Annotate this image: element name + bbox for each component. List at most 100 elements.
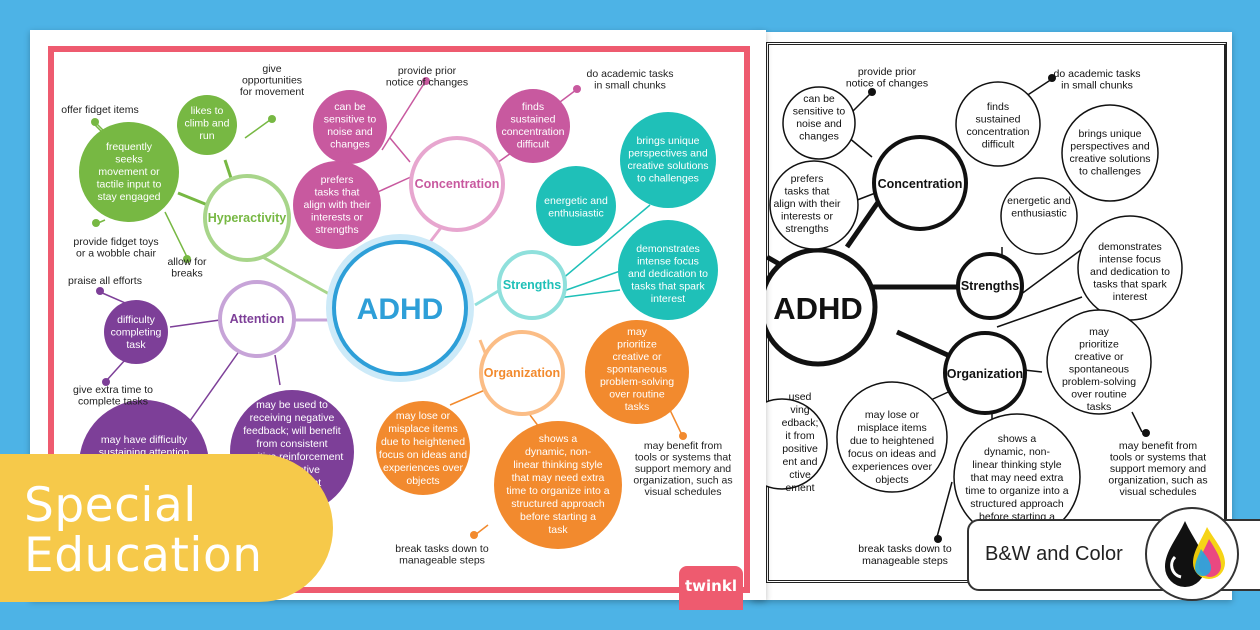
- text-line: difficult: [982, 139, 1015, 151]
- text-line: ving: [790, 404, 809, 416]
- text-line: allow for: [167, 256, 207, 268]
- text-line: may: [1089, 326, 1110, 338]
- text-line: creative or: [1074, 351, 1124, 363]
- text-line: spontaneous: [1069, 364, 1129, 376]
- text-line: support memory and: [635, 463, 731, 475]
- strengths-node: [497, 250, 567, 320]
- text-line: opportunities: [242, 75, 302, 87]
- text-line: brings unique: [636, 135, 699, 147]
- text-line: brings unique: [1078, 128, 1141, 140]
- offer-fidget-text: offer fidget items: [61, 104, 138, 116]
- text-line: align with their: [773, 198, 841, 210]
- text-line: interests or: [311, 212, 363, 224]
- text-line: feedback; will benefit: [243, 425, 341, 437]
- text-line: difficult: [517, 139, 550, 151]
- text-line: it from: [785, 430, 814, 442]
- text-line: experiences over: [383, 462, 463, 474]
- praise-text: praise all efforts: [68, 275, 142, 287]
- text-line: ctive: [789, 469, 811, 481]
- bw-organization-label: Organization: [947, 367, 1023, 381]
- text-line: edback;: [782, 417, 819, 429]
- text-line: over routine: [609, 389, 665, 401]
- text-line: tasks that spark: [1093, 279, 1167, 291]
- text-line: prioritize: [617, 339, 657, 351]
- text-line: demonstrates: [1098, 241, 1162, 253]
- text-line: intense focus: [637, 256, 699, 268]
- text-line: that may need extra: [512, 472, 605, 484]
- text-line: in small chunks: [1061, 80, 1133, 92]
- text-line: used: [789, 391, 812, 403]
- text-line: strengths: [785, 223, 828, 235]
- text-line: may lose or: [865, 409, 920, 421]
- text-line: due to heightened: [381, 436, 465, 448]
- text-line: structured approach: [970, 498, 1064, 510]
- text-line: misplace items: [388, 423, 457, 435]
- text-line: likes to: [191, 105, 224, 117]
- text-line: offer fidget items: [61, 104, 138, 116]
- text-line: frequently: [106, 141, 153, 153]
- color-mindmap: ADHD Hyperactivity Concentration Strengt…: [61, 63, 732, 567]
- text-line: manageable steps: [399, 555, 485, 567]
- text-line: to challenges: [1079, 166, 1141, 178]
- text-line: tasks: [625, 401, 650, 413]
- bw-center-label: ADHD: [773, 291, 863, 326]
- text-line: and dedication to: [1090, 266, 1170, 278]
- text-line: manageable steps: [862, 555, 948, 567]
- text-line: can be: [803, 93, 835, 105]
- hyperactivity-label: Hyperactivity: [208, 211, 287, 225]
- text-line: do academic tasks: [587, 68, 674, 80]
- text-line: tasks that spark: [631, 281, 705, 293]
- text-line: seeks: [115, 154, 142, 166]
- text-line: sensitive to: [793, 106, 846, 118]
- text-line: time to organize into a: [965, 485, 1068, 497]
- text-line: tools or systems that: [1110, 452, 1206, 464]
- text-line: demonstrates: [636, 243, 700, 255]
- text-line: linear thinking style: [972, 459, 1061, 471]
- text-line: linear thinking style: [513, 459, 602, 471]
- text-line: tasks: [1087, 401, 1112, 413]
- badge-line1: Special: [24, 478, 197, 533]
- text-line: visual schedules: [644, 486, 721, 498]
- text-line: may benefit from: [1119, 440, 1197, 452]
- text-line: interest: [1113, 291, 1148, 303]
- text-line: strengths: [315, 224, 358, 236]
- text-line: praise all efforts: [68, 275, 142, 287]
- concentration-label: Concentration: [415, 177, 500, 191]
- text-line: creative solutions: [1069, 153, 1150, 165]
- text-line: concentration: [501, 126, 564, 138]
- text-line: creative or: [612, 351, 662, 363]
- bw-worksheet: ADHD Concentration Strengths Organizatio…: [752, 32, 1232, 600]
- text-line: task: [126, 339, 146, 351]
- color-frame: [48, 46, 750, 593]
- text-line: movement or: [98, 166, 160, 178]
- text-line: for movement: [240, 86, 304, 98]
- strengths-label: Strengths: [503, 278, 561, 292]
- text-line: may have difficulty: [101, 434, 188, 446]
- hyperactivity-node: [203, 174, 291, 262]
- bw-color-tag: B&W and Color: [967, 507, 1260, 601]
- text-line: may lose or: [396, 410, 451, 422]
- text-line: do academic tasks: [1054, 68, 1141, 80]
- text-line: break tasks down to: [858, 543, 952, 555]
- text-line: changes: [330, 139, 370, 151]
- text-line: provide fidget toys: [73, 236, 158, 248]
- text-line: may be used to: [256, 399, 328, 411]
- text-line: organization, such as: [633, 475, 732, 487]
- text-line: positive: [782, 443, 818, 455]
- text-line: break tasks down to: [395, 543, 489, 555]
- text-line: time to organize into a: [506, 485, 609, 497]
- text-line: receiving negative: [250, 412, 335, 424]
- text-line: may benefit from: [644, 440, 722, 452]
- text-line: tools or systems that: [635, 452, 731, 464]
- text-line: energetic and: [1007, 195, 1071, 207]
